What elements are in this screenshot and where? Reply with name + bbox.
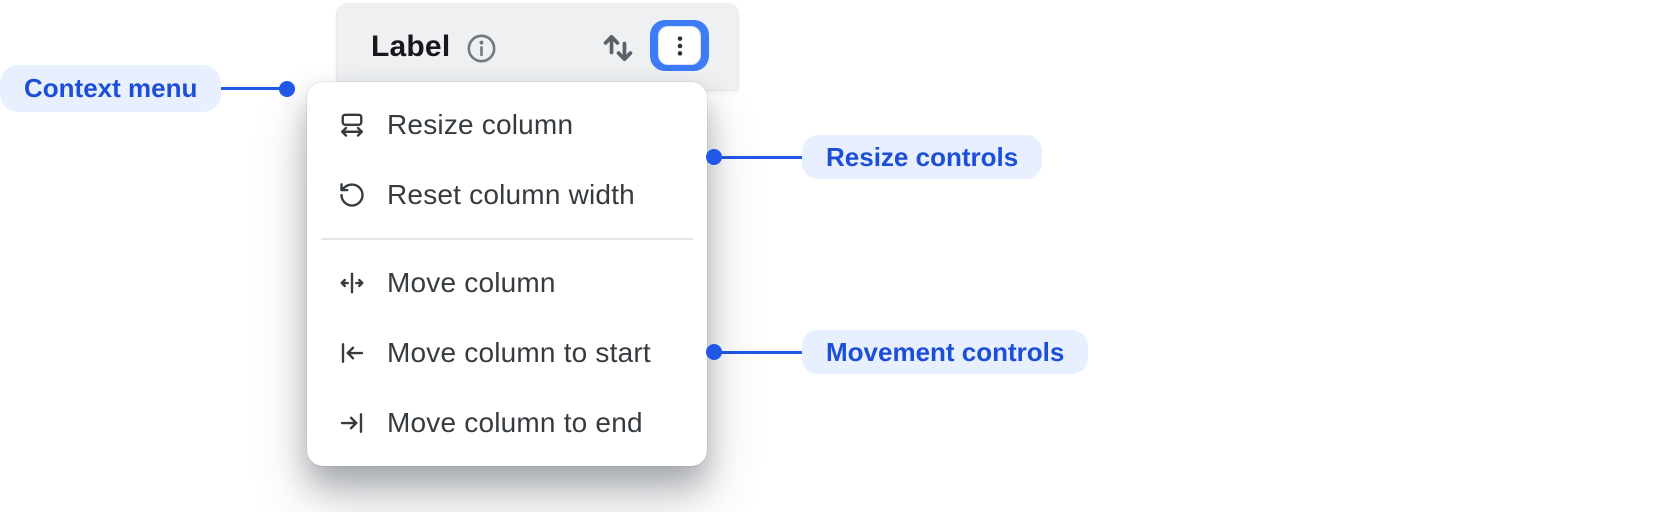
menu-item-move-column-to-end[interactable]: Move column to end (307, 388, 707, 458)
menu-item-label: Reset column width (387, 179, 635, 210)
kebab-menu-icon (667, 32, 693, 60)
table-column-header: Label (337, 4, 738, 90)
column-info-button[interactable] (464, 31, 498, 65)
context-menu-connector-dot (279, 81, 295, 97)
column-menu-button[interactable] (650, 20, 709, 71)
reset-column-width-icon (337, 180, 367, 210)
info-icon (465, 32, 498, 65)
menu-item-resize-column[interactable]: Resize column (307, 90, 707, 160)
move-column-end-icon (337, 408, 367, 438)
resize-controls-connector-dot (706, 149, 722, 165)
column-context-menu: Resize column Reset column width (307, 82, 707, 466)
move-column-start-icon (337, 338, 367, 368)
menu-divider (321, 238, 693, 240)
menu-item-move-column[interactable]: Move column (307, 248, 707, 318)
menu-item-label: Move column to end (387, 406, 643, 438)
column-header-label: Label (371, 30, 451, 63)
move-column-icon (337, 268, 367, 298)
menu-item-label: Resize column (387, 109, 574, 140)
resize-controls-connector-line (712, 155, 806, 159)
menu-item-label: Move column (387, 266, 556, 298)
sort-icon (597, 26, 639, 70)
annotation-resize-controls: Resize controls (802, 135, 1043, 179)
resize-column-icon (337, 110, 367, 140)
context-menu-connector-line (192, 87, 284, 90)
column-sort-button[interactable] (597, 26, 639, 70)
menu-item-move-column-to-start[interactable]: Move column to start (307, 318, 707, 388)
movement-controls-connector-line (712, 350, 806, 354)
annotation-context-menu: Context menu (0, 65, 222, 112)
column-menu-button-face (658, 26, 701, 65)
annotation-movement-controls: Movement controls (802, 330, 1089, 374)
movement-controls-connector-dot (706, 344, 722, 360)
menu-item-label: Move column to start (387, 336, 651, 368)
menu-item-reset-column-width[interactable]: Reset column width (307, 160, 707, 230)
